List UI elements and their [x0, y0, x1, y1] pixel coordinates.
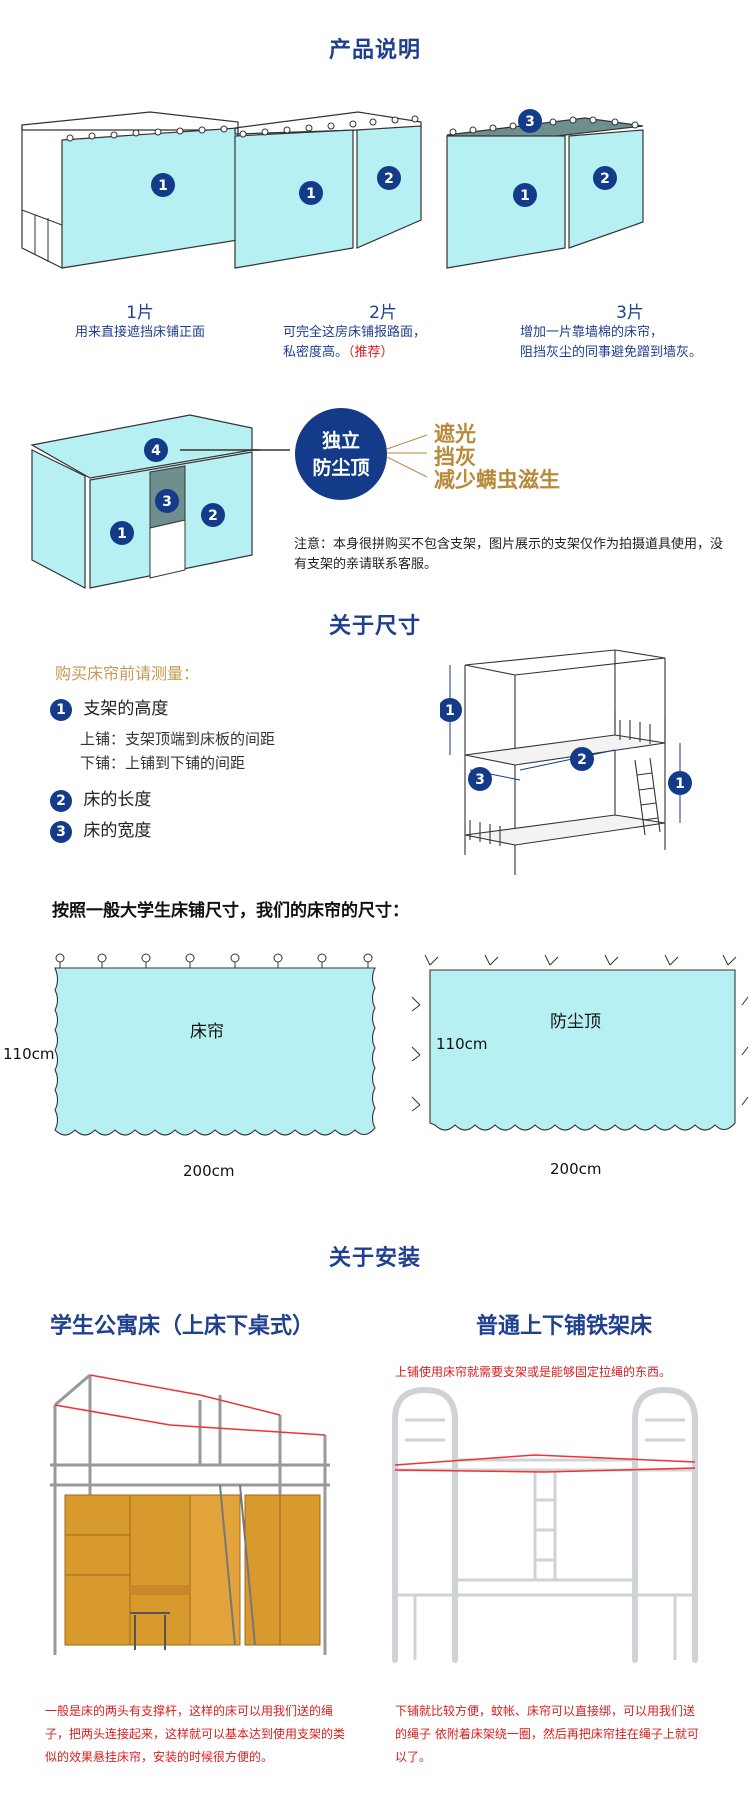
curtain-label: 床帘: [190, 1022, 224, 1042]
size-label: 床的长度: [83, 790, 152, 810]
caption-three-panel: 3片 增加一片靠墙棉的床帘， 阻挡灰尘的同事避免蹭到墙灰。: [520, 298, 740, 363]
right-install-text: 下铺就比较方便，蚊帐、床帘可以直接绑，可以用我们送的绳子 依附着床架绕一圈，然后…: [395, 1704, 699, 1764]
badge-3: 3: [525, 114, 535, 130]
badge-2: 2: [600, 171, 610, 187]
size-label: 床的宽度: [83, 821, 152, 841]
curtain-size-drawing: [54, 953, 376, 1136]
dust-top-height: 110cm: [436, 1035, 488, 1053]
badge-2: 2: [384, 171, 394, 187]
right-install-title: 普通上下铺铁架床: [476, 1314, 653, 1339]
curtain-width: 200cm: [183, 1162, 235, 1180]
caption-count: 2片: [369, 303, 397, 323]
caption-desc: 可完全这房床铺报路面， 私密度高。（推荐）: [283, 325, 427, 360]
dust-top-label: 防尘顶: [550, 1012, 601, 1032]
one-panel-illustration: 1: [21, 111, 239, 269]
caption-count: 1片: [126, 303, 154, 323]
measure-lead: 购买床帘前请测量：: [55, 664, 200, 683]
curtain-height: 110cm: [3, 1045, 55, 1063]
size-num: 2: [50, 790, 72, 812]
badge-1: 1: [306, 186, 316, 202]
metal-bunk-bed-image: [392, 1386, 698, 1663]
badge-2: 2: [208, 508, 218, 524]
dust-top-illustration: 4 3 1 2: [30, 414, 260, 589]
sub-lower: 下铺：上铺到下铺的间距: [80, 754, 246, 772]
caption-one-panel: 1片 用来直接遮挡床铺正面: [40, 298, 240, 343]
badge-2: 2: [577, 752, 587, 768]
badge-1: 1: [117, 526, 127, 542]
badge-4: 4: [151, 443, 161, 459]
size-label: 支架的高度: [83, 699, 169, 719]
right-install-hint: 上铺使用床帘就需要支架或是能够固定拉绳的东西。: [395, 1365, 672, 1379]
left-install-title: 学生公寓床（上床下桌式）: [50, 1314, 315, 1339]
badge-1: 1: [675, 776, 685, 792]
note-text: 注意：本身很拼购买不包含支架，图片展示的支架仅作为拍摄道具使用，没有支架的亲请联…: [294, 537, 724, 572]
install-section-title: 关于安装: [328, 1246, 421, 1271]
loft-bed-image: [50, 1373, 330, 1655]
badge-1: 1: [445, 703, 455, 719]
two-panel-illustration: 1 2: [234, 111, 422, 269]
dust-top-size-drawing: [411, 954, 749, 1131]
caption-desc: 用来直接遮挡床铺正面: [74, 325, 205, 340]
caption-two-panel: 2片 可完全这房床铺报路面， 私密度高。（推荐）: [283, 298, 483, 363]
product-section-title: 产品说明: [328, 38, 421, 63]
feature-block-dust: 挡灰: [434, 445, 476, 469]
sub-upper: 上铺：支架顶端到床板的间距: [80, 730, 276, 748]
connector-line: [250, 449, 290, 451]
caption-desc: 增加一片靠墙棉的床帘， 阻挡灰尘的同事避免蹭到墙灰。: [520, 325, 703, 360]
caption-count: 3片: [616, 303, 644, 323]
badge-3: 3: [475, 772, 485, 788]
badge-1: 1: [158, 178, 168, 194]
size-item-height: 1 支架的高度: [50, 694, 168, 721]
bed-measure-diagram: 1 2 3 1: [440, 649, 692, 875]
three-panel-illustration: 3 1 2: [446, 109, 644, 269]
badge-1: 1: [520, 188, 530, 204]
feature-lines: [387, 434, 428, 478]
dust-top-width: 200cm: [550, 1160, 602, 1178]
general-size-line: 按照一般大学生床铺尺寸，我们的床帘的尺寸：: [52, 901, 409, 921]
size-item-width: 3 床的宽度: [50, 816, 151, 843]
size-num: 3: [50, 821, 72, 843]
dust-top-circle: 独立 防尘顶: [295, 408, 387, 500]
size-section-title: 关于尺寸: [328, 614, 421, 639]
feature-reduce-mites: 减少螨虫滋生: [434, 468, 560, 492]
recommend-tag: （推荐）: [348, 345, 394, 360]
feature-block-light: 遮光: [434, 422, 476, 446]
size-item-length: 2 床的长度: [50, 785, 151, 812]
badge-3: 3: [162, 494, 172, 510]
size-num: 1: [50, 699, 72, 721]
left-install-text: 一般是床的两头有支撑杆，这样的床可以用我们送的绳子，把两头连接起来，这样就可以基…: [45, 1704, 346, 1764]
